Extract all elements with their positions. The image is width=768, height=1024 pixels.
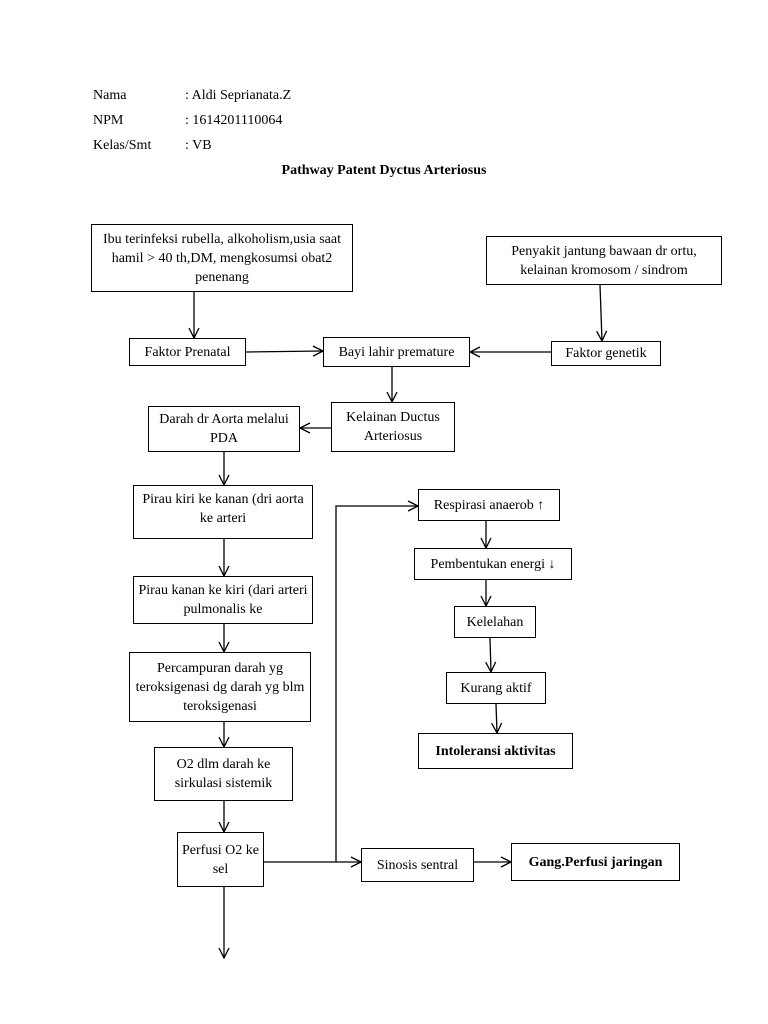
node-intoleransi: Intoleransi aktivitas: [418, 733, 573, 769]
node-ibu-label: Ibu terinfeksi rubella, alkoholism,usia …: [103, 231, 341, 285]
node-o2-darah: O2 dlm darah ke sirkulasi sistemik: [154, 747, 293, 801]
class-value: : VB: [185, 138, 212, 153]
node-faktor-genetik-label: Faktor genetik: [565, 346, 647, 361]
node-darah-aorta-label: Darah dr Aorta melalui PDA: [159, 412, 289, 446]
node-kelelahan-label: Kelelahan: [466, 614, 524, 630]
node-percampuran: Percampuran darah yg teroksigenasi dg da…: [129, 652, 311, 722]
page-title: Pathway Patent Dyctus Arteriosus: [281, 163, 487, 178]
node-faktor-genetik: Faktor genetik: [551, 341, 661, 366]
node-kurang-aktif-label: Kurang aktif: [460, 680, 532, 696]
node-intoleransi-label: Intoleransi aktivitas: [435, 743, 556, 759]
node-perfusi: Perfusi O2 ke sel: [177, 832, 264, 887]
node-kelainan: Kelainan Ductus Arteriosus: [331, 402, 455, 452]
node-pirau-kiri: Pirau kiri ke kanan (dri aorta ke arteri: [133, 485, 313, 539]
arrow-kelelahan-to-kurang: [490, 637, 491, 672]
npm-label: NPM: [93, 113, 124, 128]
npm-value: : 1614201110064: [185, 113, 283, 128]
node-bayi-label: Bayi lahir premature: [338, 344, 455, 360]
node-respirasi: Respirasi anaerob ↑: [418, 489, 560, 521]
arrow-prenatal-to-bayi: [245, 351, 323, 352]
arrow-perfusi-to-respirasi: [264, 506, 418, 863]
node-pembentukan-label: Pembentukan energi ↓: [430, 556, 556, 572]
node-pirau-kanan-label: Pirau kanan ke kiri (dari arteri pulmona…: [138, 583, 308, 617]
class-label: Kelas/Smt: [93, 138, 152, 153]
node-kelainan-label: Kelainan Ductus Arteriosus: [346, 410, 440, 444]
node-faktor-prenatal: Faktor Prenatal: [129, 338, 246, 366]
node-pembentukan: Pembentukan energi ↓: [414, 548, 572, 580]
node-bayi: Bayi lahir premature: [323, 337, 470, 367]
node-percampuran-label: Percampuran darah yg teroksigenasi dg da…: [135, 660, 305, 714]
node-kurang-aktif: Kurang aktif: [446, 672, 546, 704]
node-respirasi-label: Respirasi anaerob ↑: [433, 497, 545, 513]
arrow-kurang-to-intoleransi: [496, 703, 497, 733]
node-perfusi-label: Perfusi O2 ke sel: [182, 842, 259, 877]
name-label: Nama: [93, 88, 127, 103]
node-o2-darah-label: O2 dlm darah ke sirkulasi sistemik: [174, 757, 273, 791]
node-darah-aorta: Darah dr Aorta melalui PDA: [148, 406, 300, 452]
node-sinosis-label: Sinosis sentral: [376, 857, 459, 873]
name-value: : Aldi Seprianata.Z: [185, 88, 292, 103]
node-pirau-kiri-label: Pirau kiri ke kanan (dri aorta ke arteri: [142, 492, 304, 526]
node-penyakit: Penyakit jantung bawaan dr ortu, kelaina…: [486, 236, 722, 285]
node-faktor-prenatal-label: Faktor Prenatal: [144, 344, 231, 360]
node-kelelahan: Kelelahan: [454, 606, 536, 638]
node-ibu: Ibu terinfeksi rubella, alkoholism,usia …: [91, 224, 353, 292]
node-pirau-kanan: Pirau kanan ke kiri (dari arteri pulmona…: [133, 576, 313, 624]
arrow-penyakit-to-genetik: [600, 284, 602, 341]
node-gang-perfusi: Gang.Perfusi jaringan: [511, 843, 680, 881]
node-sinosis: Sinosis sentral: [361, 848, 474, 882]
node-gang-perfusi-label: Gang.Perfusi jaringan: [528, 854, 663, 870]
node-penyakit-label: Penyakit jantung bawaan dr ortu, kelaina…: [511, 243, 697, 278]
